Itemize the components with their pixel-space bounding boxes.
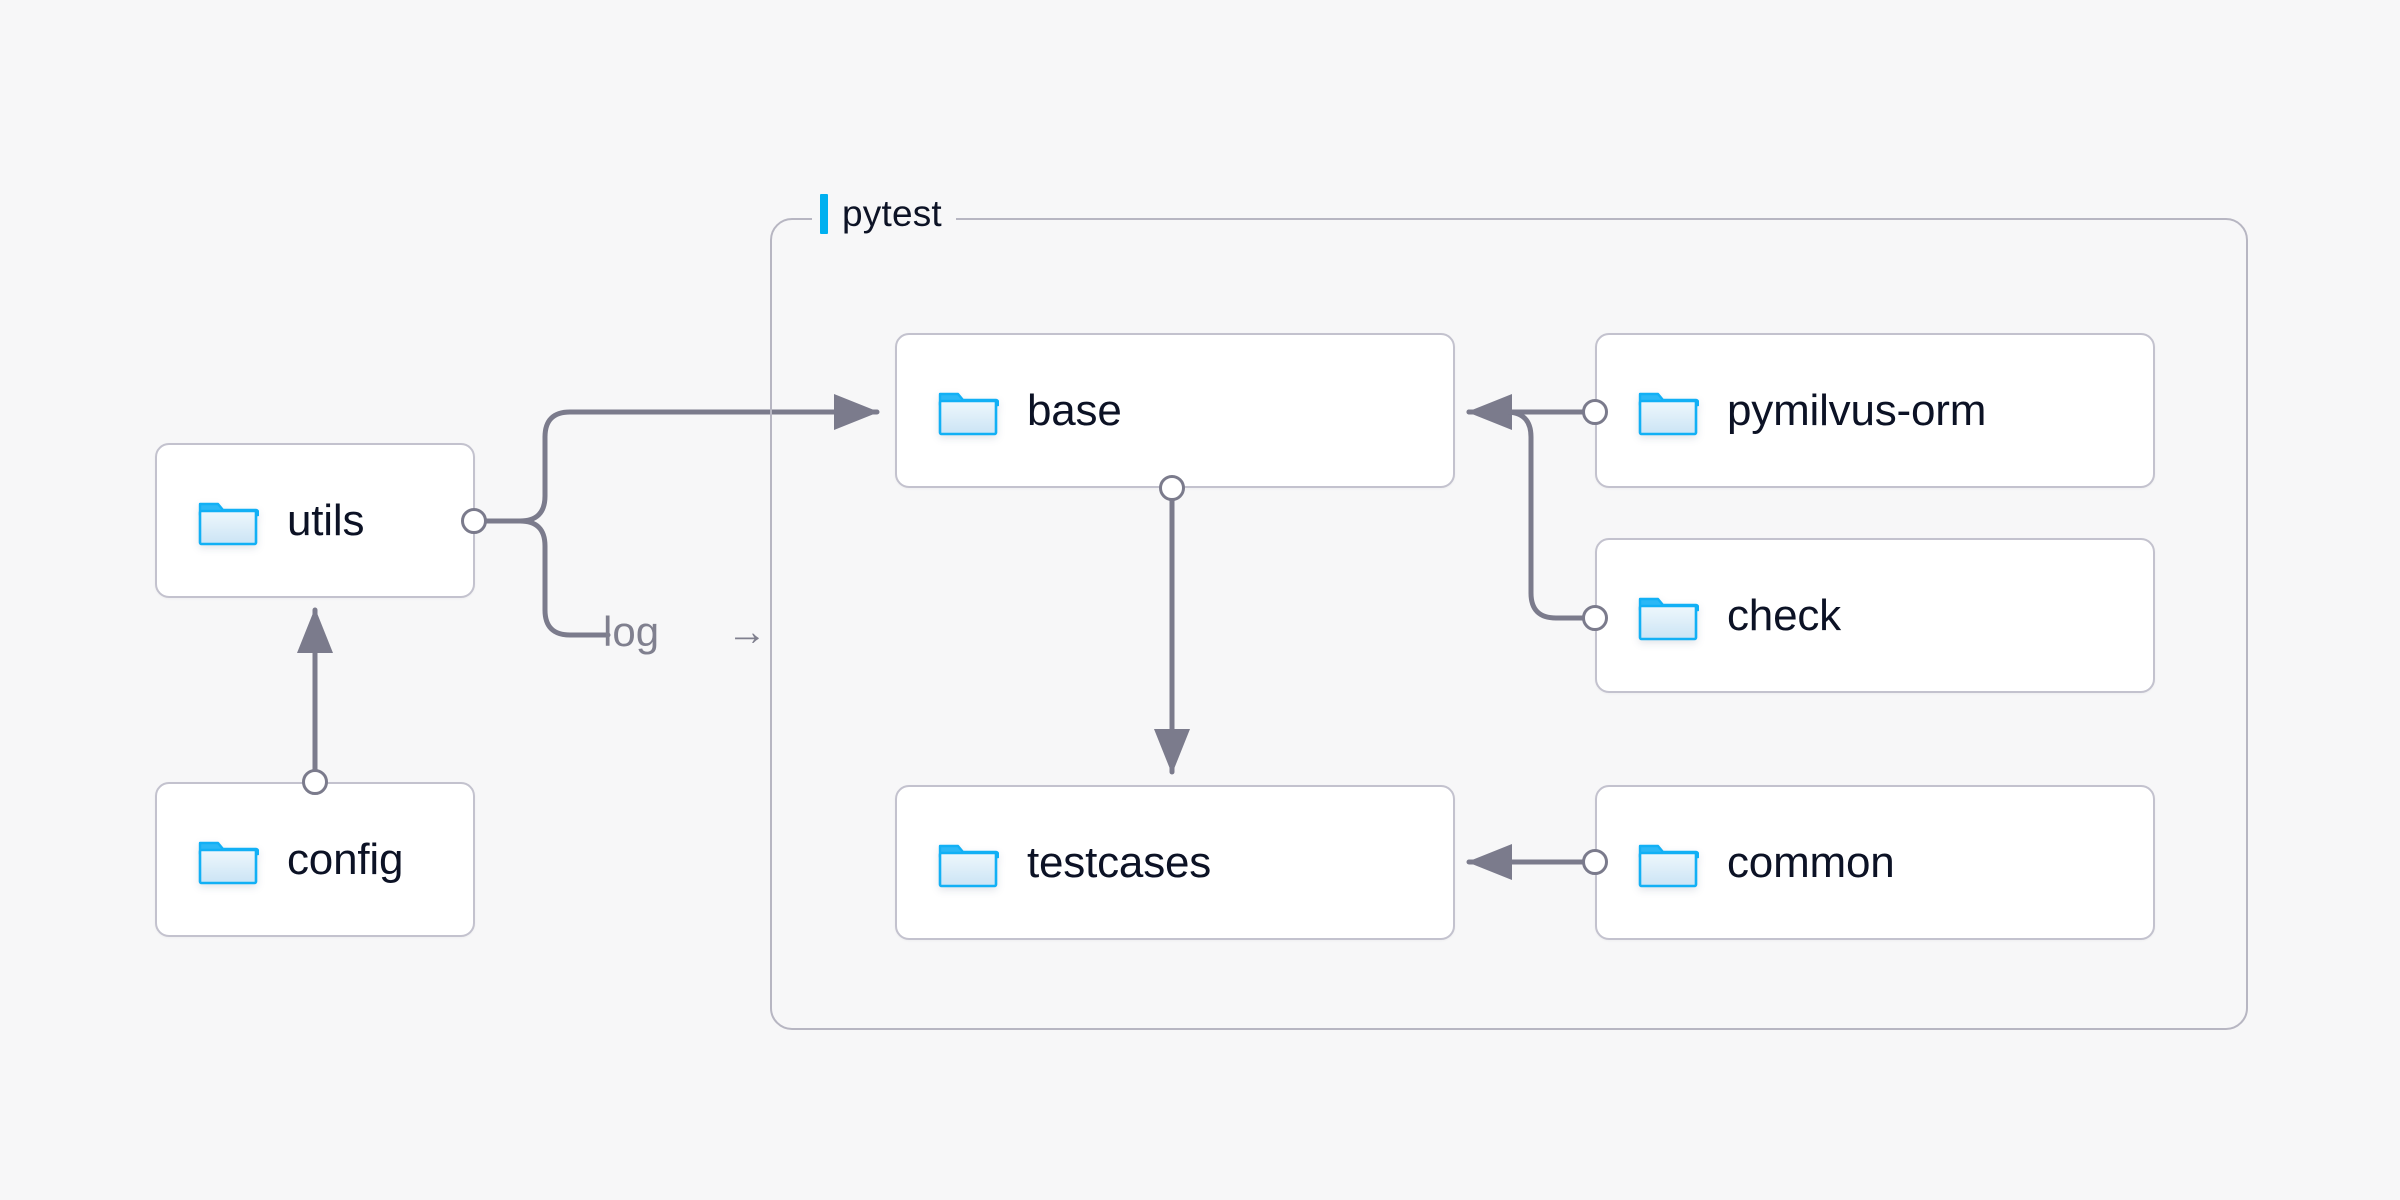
node-label: common xyxy=(1727,837,1895,887)
edge-log-arrow-icon: → xyxy=(727,610,767,654)
port-check-left[interactable] xyxy=(1582,605,1608,631)
port-utils-right[interactable] xyxy=(461,508,487,534)
port-base-bottom[interactable] xyxy=(1159,475,1185,501)
node-label: base xyxy=(1027,385,1122,435)
node-config[interactable]: config xyxy=(155,782,475,937)
node-label: testcases xyxy=(1027,837,1212,887)
port-config-top[interactable] xyxy=(302,769,328,795)
node-base[interactable]: base xyxy=(895,333,1455,488)
pytest-group-label: pytest xyxy=(812,192,956,236)
folder-icon xyxy=(1637,385,1700,437)
node-label: utils xyxy=(287,495,365,545)
folder-icon xyxy=(197,834,260,886)
group-accent-bar xyxy=(820,194,828,234)
folder-icon xyxy=(937,385,1000,437)
edge-label-log: log xyxy=(603,608,660,655)
node-common[interactable]: common xyxy=(1595,785,2155,940)
node-label: config xyxy=(287,834,404,884)
node-label: pymilvus-orm xyxy=(1727,385,1987,435)
node-testcases[interactable]: testcases xyxy=(895,785,1455,940)
port-pymilvus-orm-left[interactable] xyxy=(1582,399,1608,425)
folder-icon xyxy=(197,495,260,547)
folder-icon xyxy=(1637,837,1700,889)
node-check[interactable]: check xyxy=(1595,538,2155,693)
port-common-left[interactable] xyxy=(1582,849,1608,875)
node-utils[interactable]: utils xyxy=(155,443,475,598)
group-title-text: pytest xyxy=(842,193,942,234)
pytest-group-container[interactable] xyxy=(770,218,2248,1030)
node-label: check xyxy=(1727,590,1841,640)
folder-icon xyxy=(1637,590,1700,642)
node-pymilvus-orm[interactable]: pymilvus-orm xyxy=(1595,333,2155,488)
folder-icon xyxy=(937,837,1000,889)
edge-utils-to-log xyxy=(517,518,611,638)
